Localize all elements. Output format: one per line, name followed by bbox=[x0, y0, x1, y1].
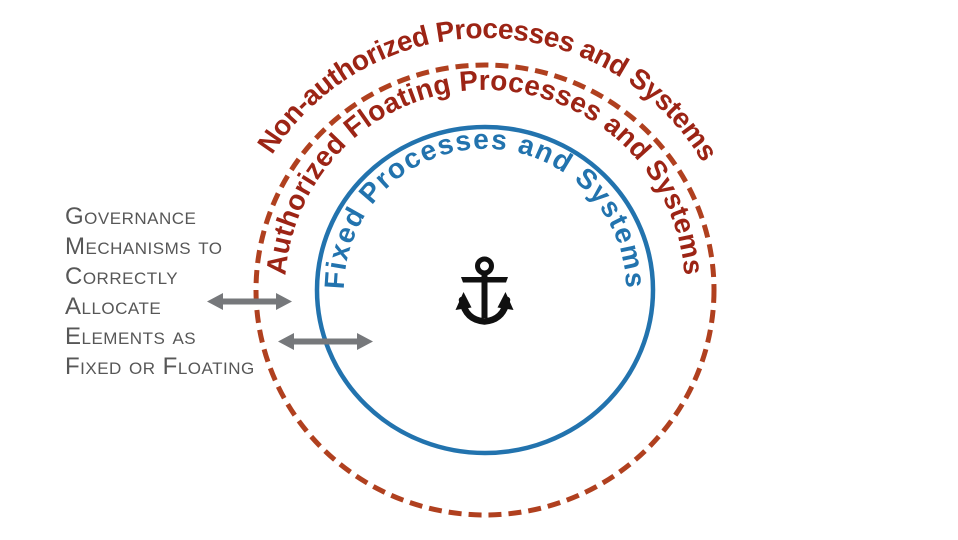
inner-zone-label: Fixed Processes and Systems bbox=[319, 124, 651, 290]
anchor-icon bbox=[455, 256, 514, 325]
anchor-right-fluke bbox=[497, 292, 514, 310]
note-line-2: Mechanisms to bbox=[65, 233, 223, 260]
note-line-3: Correctly bbox=[65, 263, 179, 290]
arrow-right-head bbox=[357, 333, 373, 350]
note-line-4: Allocate bbox=[65, 293, 162, 320]
anchor-left-fluke bbox=[455, 292, 472, 310]
anchor-arms bbox=[458, 296, 511, 325]
fixed-allocation-arrow bbox=[278, 333, 373, 350]
dashed-floating-ring bbox=[253, 62, 717, 518]
floating-allocation-arrow bbox=[207, 293, 292, 310]
arrow-left-head bbox=[278, 333, 294, 350]
arrow-right-head bbox=[276, 293, 292, 310]
arrow-shaft bbox=[293, 338, 358, 345]
arrow-shaft bbox=[221, 298, 279, 305]
note-line-6: Fixed or Floating bbox=[65, 353, 255, 380]
fixed-ring bbox=[314, 124, 656, 456]
inner-zone-label-text: Fixed Processes and Systems bbox=[319, 124, 650, 290]
anchor-shank bbox=[481, 272, 488, 318]
anchor-ring bbox=[475, 256, 494, 276]
anchor-stock bbox=[461, 277, 508, 283]
arrow-left-head bbox=[207, 293, 223, 310]
note-line-1: Governance bbox=[65, 203, 197, 230]
note-line-5: Elements as bbox=[65, 323, 197, 350]
governance-note: Governance Mechanisms to Correctly Alloc… bbox=[65, 202, 295, 382]
